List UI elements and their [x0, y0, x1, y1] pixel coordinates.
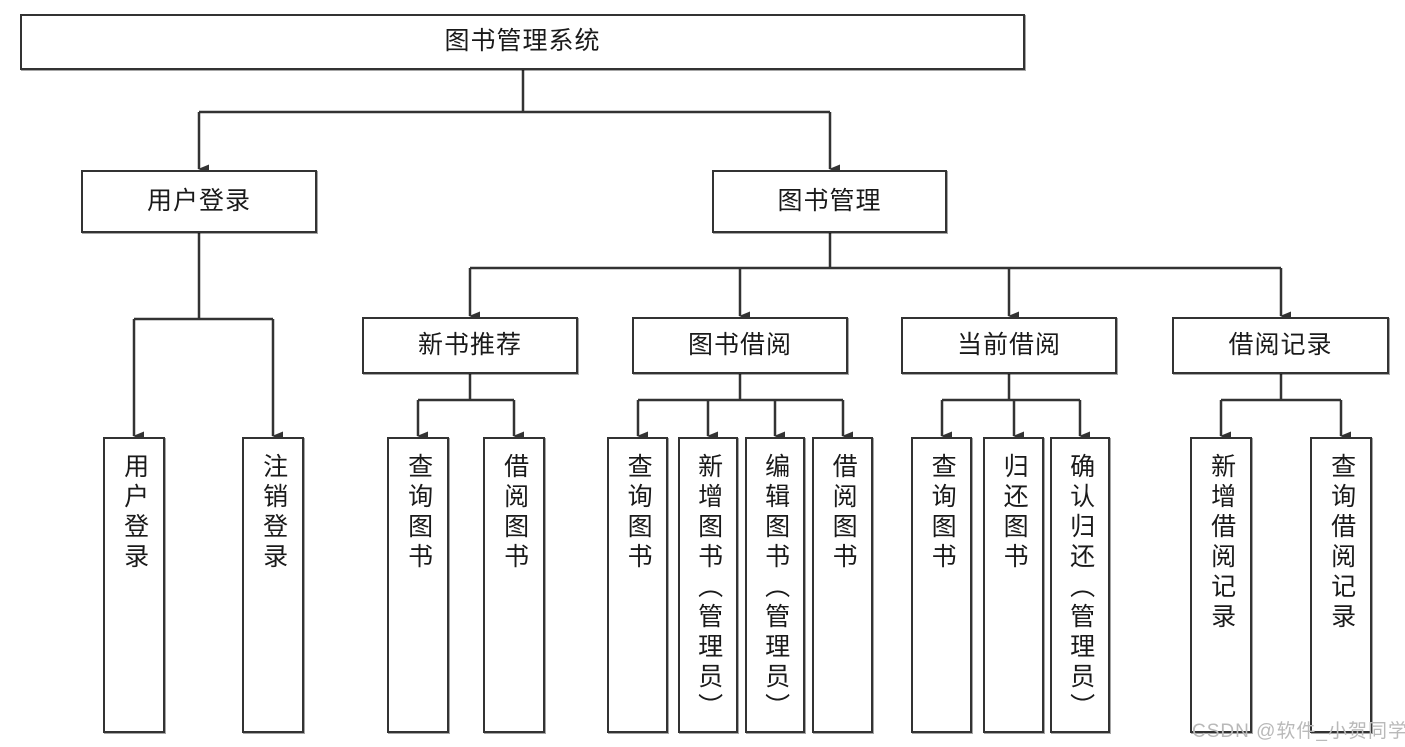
- node-leaf-borrow-borrow-book[interactable]: 借阅图书: [812, 437, 873, 733]
- node-label: 确认归还（管理员）: [1066, 453, 1095, 723]
- node-leaf-borrow-edit-book[interactable]: 编辑图书（管理员）: [745, 437, 805, 733]
- node-leaf-current-return-book[interactable]: 归还图书: [983, 437, 1044, 733]
- node-leaf-borrow-add-book[interactable]: 新增图书（管理员）: [678, 437, 738, 733]
- node-borrow-record[interactable]: 借阅记录: [1172, 317, 1389, 374]
- node-leaf-recommend-query-book[interactable]: 查询图书: [387, 437, 449, 733]
- node-root[interactable]: 图书管理系统: [20, 14, 1025, 70]
- node-label: 查询借阅记录: [1327, 453, 1356, 633]
- node-label: 图书借阅: [687, 330, 792, 359]
- node-leaf-record-add[interactable]: 新增借阅记录: [1190, 437, 1252, 733]
- node-label: 新增借阅记录: [1207, 453, 1236, 633]
- node-label: 查询图书: [928, 453, 957, 573]
- node-label: 借阅记录: [1228, 330, 1333, 359]
- node-label: 当前借阅: [956, 330, 1061, 359]
- node-user-login[interactable]: 用户登录: [81, 170, 317, 233]
- node-label: 图书管理: [777, 186, 882, 215]
- node-leaf-current-confirm-return[interactable]: 确认归还（管理员）: [1050, 437, 1110, 733]
- node-label: 编辑图书（管理员）: [761, 453, 790, 723]
- node-label: 图书管理系统: [444, 27, 601, 56]
- node-label: 查询图书: [404, 453, 433, 573]
- node-new-book-recommend[interactable]: 新书推荐: [362, 317, 578, 374]
- node-label: 注销登录: [259, 453, 288, 573]
- node-leaf-record-query[interactable]: 查询借阅记录: [1310, 437, 1372, 733]
- node-leaf-borrow-query-book[interactable]: 查询图书: [607, 437, 668, 733]
- node-label: 用户登录: [120, 453, 149, 573]
- node-label: 借阅图书: [500, 453, 529, 573]
- node-book-borrow[interactable]: 图书借阅: [632, 317, 848, 374]
- node-label: 新书推荐: [417, 330, 522, 359]
- node-label: 归还图书: [1000, 453, 1029, 573]
- node-leaf-recommend-borrow-book[interactable]: 借阅图书: [483, 437, 545, 733]
- node-book-manage[interactable]: 图书管理: [712, 170, 947, 233]
- node-label: 用户登录: [146, 186, 251, 215]
- node-current-borrow[interactable]: 当前借阅: [901, 317, 1117, 374]
- node-leaf-user-login[interactable]: 用户登录: [103, 437, 165, 733]
- node-label: 查询图书: [624, 453, 653, 573]
- node-label: 新增图书（管理员）: [694, 453, 723, 723]
- node-label: 借阅图书: [829, 453, 858, 573]
- node-leaf-user-logout[interactable]: 注销登录: [242, 437, 304, 733]
- node-leaf-current-query-book[interactable]: 查询图书: [911, 437, 972, 733]
